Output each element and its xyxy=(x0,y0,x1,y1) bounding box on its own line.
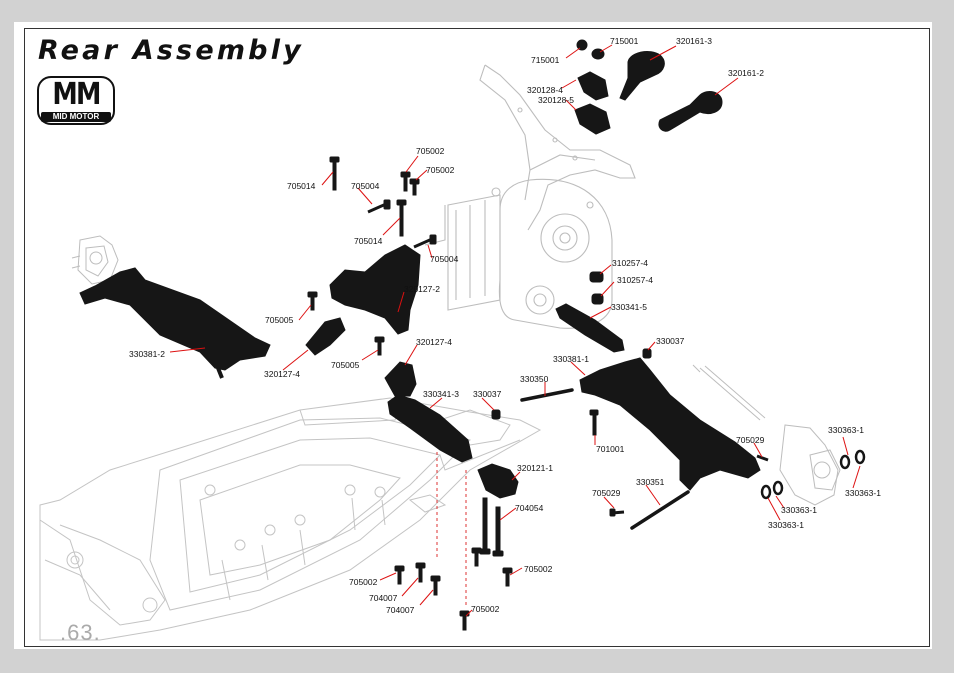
part-label: 320121-1 xyxy=(517,463,553,473)
screw-705005-b xyxy=(374,336,385,356)
gearbox-outline xyxy=(424,64,636,329)
bushing-330037-b xyxy=(642,348,652,359)
screw-705002-b xyxy=(409,178,420,196)
parts xyxy=(79,39,866,631)
part-label: 705029 xyxy=(736,435,765,445)
part-label: 705002 xyxy=(416,146,445,156)
mid-motor-logo: MM MID MOTOR xyxy=(37,76,115,125)
part-labels: 715001 715001 320161-3 320161-2 320128-4… xyxy=(129,36,881,615)
logo-text: MID MOTOR xyxy=(41,112,111,122)
part-label: 320127-4 xyxy=(416,337,452,347)
part-label: 330363-1 xyxy=(781,505,817,515)
page-title: Rear Assembly xyxy=(38,35,304,66)
part-label: 705005 xyxy=(265,315,294,325)
part-label: 705029 xyxy=(592,488,621,498)
part-label: 330363-1 xyxy=(768,520,804,530)
arm-330381-1 xyxy=(579,357,761,491)
part-label: 310257-4 xyxy=(612,258,648,268)
part-label: 330381-2 xyxy=(129,349,165,359)
screw-704007-a xyxy=(415,562,426,583)
pin-330350 xyxy=(520,388,574,402)
part-320128-5 xyxy=(574,103,611,135)
part-label: 330363-1 xyxy=(828,425,864,435)
mount-320127-4-a xyxy=(305,317,346,356)
screw-704007-b xyxy=(430,575,441,596)
mount-320127-4-b xyxy=(384,361,417,397)
block-330341-3 xyxy=(387,394,473,463)
part-label: 330341-3 xyxy=(423,389,459,399)
left-hub-outline xyxy=(71,235,119,285)
screw-705004-a xyxy=(367,199,391,214)
alignment-lines xyxy=(436,452,467,608)
part-label: 705014 xyxy=(354,236,383,246)
brace-320127-2 xyxy=(329,244,421,335)
screw-701001 xyxy=(589,409,599,436)
bushing-310257-4-b xyxy=(591,293,604,305)
chassis-outline xyxy=(39,397,542,641)
part-label: 320127-4 xyxy=(264,369,300,379)
right-hub-outline xyxy=(692,364,841,506)
part-label: 701001 xyxy=(596,444,625,454)
screw-704054-b xyxy=(492,506,504,557)
arm-330381-2 xyxy=(79,267,271,371)
washer-330363-1-a xyxy=(839,454,851,470)
part-label: 705002 xyxy=(471,604,500,614)
part-label: 330381-1 xyxy=(553,354,589,364)
part-label: 330037 xyxy=(473,389,502,399)
part-label: 320161-2 xyxy=(728,68,764,78)
part-320161-3 xyxy=(619,51,665,101)
screw-705002-d xyxy=(502,567,513,587)
part-label: 330363-1 xyxy=(845,488,881,498)
part-label: 320128-5 xyxy=(538,95,574,105)
bushing-330037-a xyxy=(491,409,501,420)
washer-330363-1-c xyxy=(760,484,772,500)
screw-705029-b xyxy=(609,508,625,517)
part-320161-2 xyxy=(658,91,723,132)
screw-705004-b xyxy=(413,234,437,249)
washer-330363-1-d xyxy=(772,480,784,496)
part-label: 330341-5 xyxy=(611,302,647,312)
part-label: 705002 xyxy=(524,564,553,574)
part-label: 320127-2 xyxy=(404,284,440,294)
screw-705005-a xyxy=(307,291,318,311)
leader-lines xyxy=(169,44,861,617)
part-label: 330037 xyxy=(656,336,685,346)
part-label: 705005 xyxy=(331,360,360,370)
screw-705002-e xyxy=(394,565,405,585)
part-label: 704007 xyxy=(386,605,415,615)
part-320128-4 xyxy=(577,71,609,101)
part-label: 715001 xyxy=(610,36,639,46)
screw-705014-b xyxy=(396,199,407,237)
screw-705002-c xyxy=(471,547,482,567)
screw-705029-a xyxy=(756,454,769,462)
part-label: 705004 xyxy=(351,181,380,191)
part-label: 310257-4 xyxy=(617,275,653,285)
part-label: 320161-3 xyxy=(676,36,712,46)
part-label: 704007 xyxy=(369,593,398,603)
block-330341-5 xyxy=(555,303,625,353)
part-label: 330350 xyxy=(520,374,549,384)
part-label: 320128-4 xyxy=(527,85,563,95)
part-label: 705014 xyxy=(287,181,316,191)
part-label: 704054 xyxy=(515,503,544,513)
bushing-310257-4-a xyxy=(589,271,604,283)
pin-330351 xyxy=(630,490,690,530)
screw-705002-a xyxy=(400,171,411,192)
logo-mark: MM xyxy=(52,77,101,112)
part-label: 715001 xyxy=(531,55,560,65)
page-frame xyxy=(24,28,930,647)
part-label: 705002 xyxy=(426,165,455,175)
screw-705014-a xyxy=(329,156,340,191)
screw-704054-a xyxy=(479,497,491,555)
part-label: 705002 xyxy=(349,577,378,587)
washer-330363-1-b xyxy=(854,449,866,465)
part-715001-a xyxy=(576,39,588,51)
part-label: 330351 xyxy=(636,477,665,487)
mount-320121-1 xyxy=(477,463,519,499)
page-number: .63. xyxy=(60,620,101,645)
part-label: 705004 xyxy=(430,254,459,264)
